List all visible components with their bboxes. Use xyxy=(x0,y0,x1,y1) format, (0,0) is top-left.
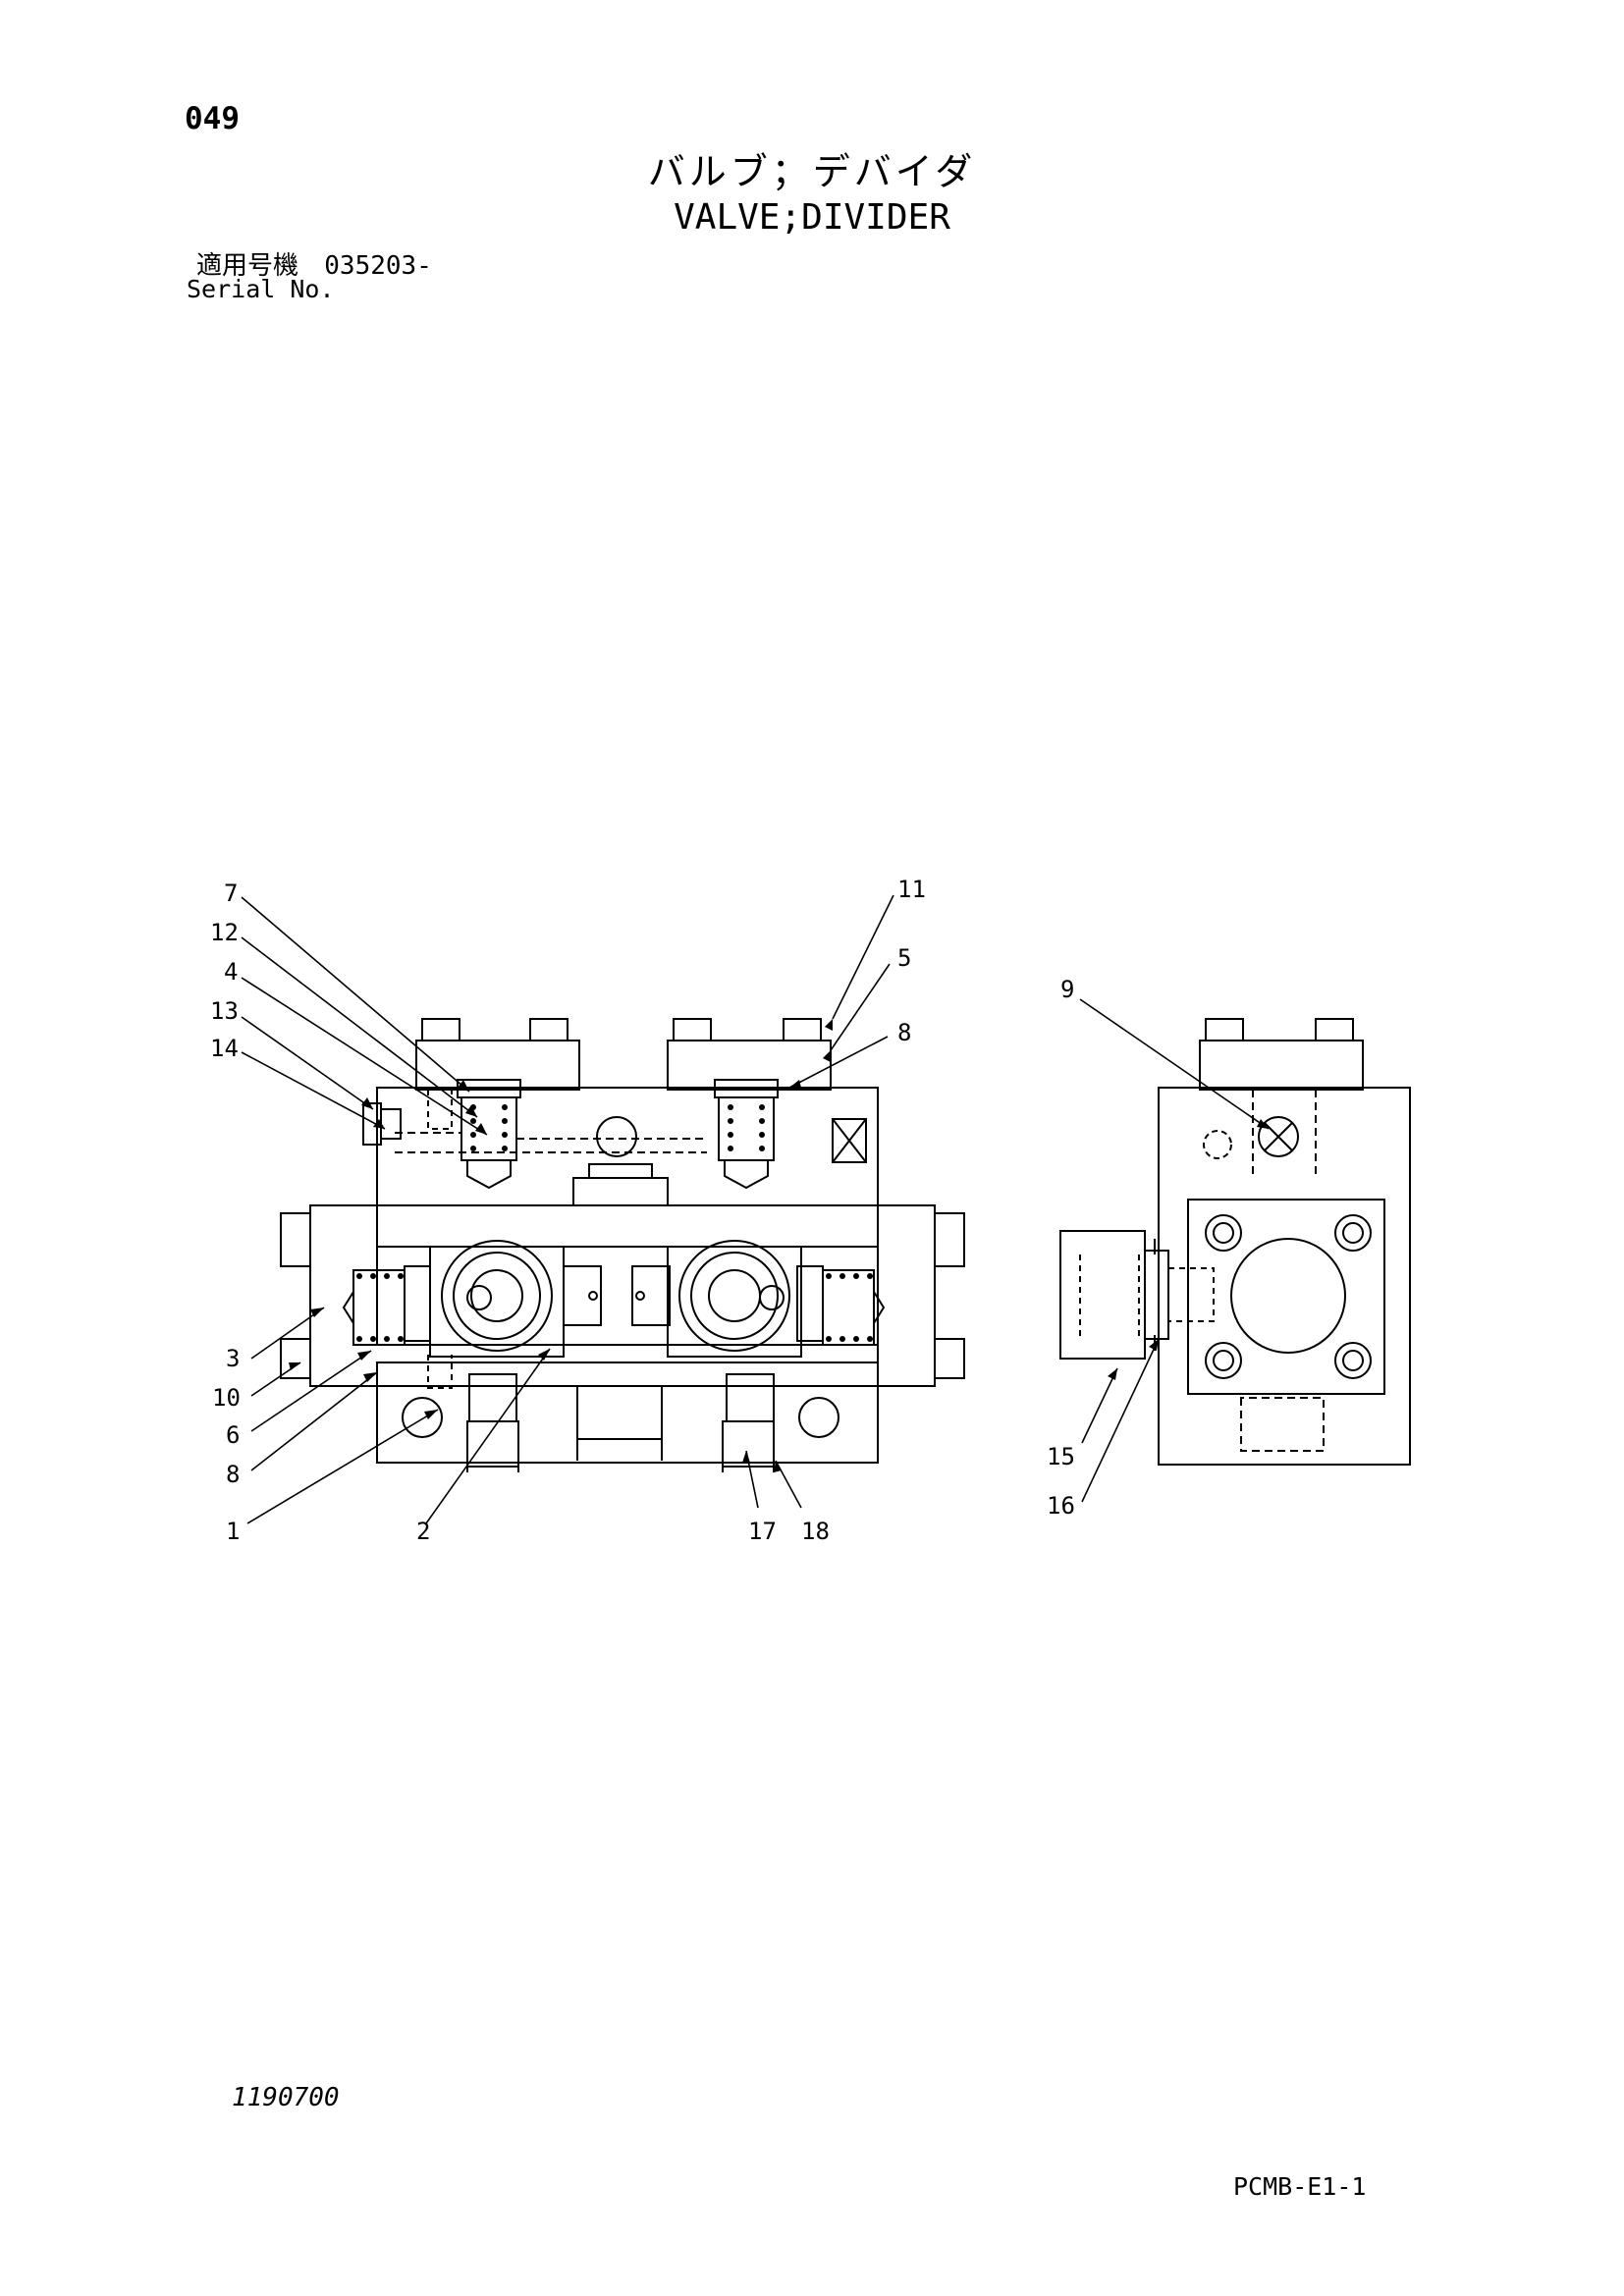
callout-5: 5 xyxy=(897,944,911,972)
callout-6: 6 xyxy=(226,1421,240,1449)
callout-15: 15 xyxy=(1047,1443,1075,1470)
callout-8-top: 8 xyxy=(897,1019,911,1046)
callout-7: 7 xyxy=(224,880,238,907)
drawing-number: 1190700 xyxy=(232,2083,340,2112)
callout-2: 2 xyxy=(416,1518,430,1545)
title-english: VALVE;DIVIDER xyxy=(674,197,950,238)
callout-16: 16 xyxy=(1047,1492,1075,1520)
callout-18: 18 xyxy=(801,1518,830,1545)
front-view xyxy=(280,1018,965,1472)
callout-12: 12 xyxy=(210,919,239,946)
leader-arrowheads xyxy=(289,1019,1269,1472)
callout-4: 4 xyxy=(224,958,238,986)
callout-13: 13 xyxy=(210,997,239,1025)
serial-label-english: Serial No. xyxy=(187,275,335,303)
page-number: 049 xyxy=(185,101,240,136)
title-japanese: バルブ；デバイダ xyxy=(647,150,977,193)
callout-9: 9 xyxy=(1060,976,1074,1003)
callout-labels: 7 12 4 13 14 11 5 8 3 10 6 8 1 2 17 18 9… xyxy=(210,876,1075,1545)
serial-value: 035203- xyxy=(324,251,432,281)
callout-14: 14 xyxy=(210,1035,239,1062)
serial-label-japanese: 適用号機 035203- xyxy=(196,253,432,279)
callout-1: 1 xyxy=(226,1518,240,1545)
page-code: PCMB-E1-1 xyxy=(1233,2172,1367,2201)
leader-lines xyxy=(241,894,1270,1524)
callout-11: 11 xyxy=(897,876,926,903)
callout-10: 10 xyxy=(212,1384,241,1412)
callout-8-bottom: 8 xyxy=(226,1461,240,1488)
callout-17: 17 xyxy=(748,1518,777,1545)
callout-3: 3 xyxy=(226,1345,240,1372)
serial-label-jp-text: 適用号機 xyxy=(196,251,299,281)
side-view xyxy=(1059,1018,1411,1466)
